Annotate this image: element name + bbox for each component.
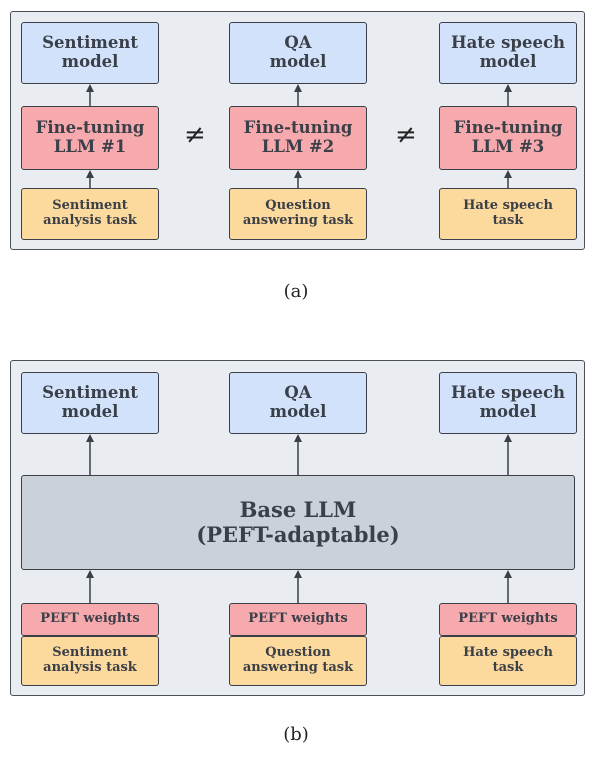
qa-model-box-a: QA model — [229, 22, 367, 84]
peft-weights-box-3: PEFT weights — [439, 603, 577, 636]
hate-speech-task-box-b: Hate speech task — [439, 636, 577, 686]
hate-speech-model-box-a: Hate speech model — [439, 22, 577, 84]
qa-model-box-b: QA model — [229, 372, 367, 434]
base-llm-box: Base LLM (PEFT-adaptable) — [21, 475, 575, 570]
not-equal-symbol-2: ≠ — [395, 120, 417, 150]
sentiment-model-box-a: Sentiment model — [21, 22, 159, 84]
sentiment-model-box-b: Sentiment model — [21, 372, 159, 434]
qa-task-box-a: Question answering task — [229, 188, 367, 240]
caption-b: (b) — [283, 724, 309, 745]
not-equal-symbol-1: ≠ — [184, 120, 206, 150]
peft-weights-box-2: PEFT weights — [229, 603, 367, 636]
sentiment-task-box-a: Sentiment analysis task — [21, 188, 159, 240]
sentiment-task-box-b: Sentiment analysis task — [21, 636, 159, 686]
finetune-llm-2-box: Fine-tuning LLM #2 — [229, 106, 367, 170]
hate-speech-task-box-a: Hate speech task — [439, 188, 577, 240]
hate-speech-model-box-b: Hate speech model — [439, 372, 577, 434]
finetune-llm-1-box: Fine-tuning LLM #1 — [21, 106, 159, 170]
peft-weights-box-1: PEFT weights — [21, 603, 159, 636]
finetune-llm-3-box: Fine-tuning LLM #3 — [439, 106, 577, 170]
qa-task-box-b: Question answering task — [229, 636, 367, 686]
caption-a: (a) — [283, 281, 309, 302]
